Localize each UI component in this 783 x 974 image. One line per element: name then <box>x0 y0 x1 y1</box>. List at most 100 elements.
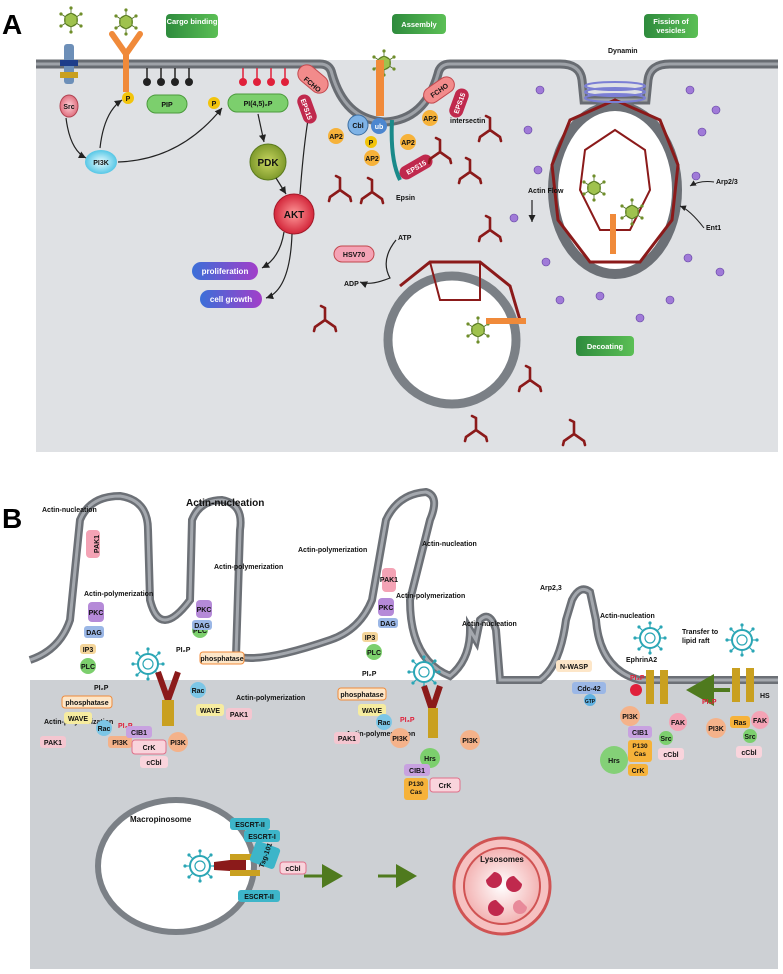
pi3p-label: PI₃P <box>630 675 645 682</box>
eps15-node <box>297 94 317 124</box>
right-protrusion-molecules: PAK1 PKC DAG IP3 PLC PI₂P phosphatase WA… <box>334 568 398 744</box>
pip-label: PIP <box>161 102 173 109</box>
actin-polymerization-label: Actin-polymerization <box>346 731 415 738</box>
rac-label: Rac <box>98 726 111 733</box>
virus-icon <box>406 654 442 690</box>
actin-polymerization-label: Actin-polymerization <box>214 564 283 571</box>
ap2-label: AP2 <box>365 156 379 163</box>
tag-fission: Fission of vesicles <box>644 14 698 38</box>
pak1-label: PAK1 <box>380 577 398 584</box>
plc-label: PLC <box>81 664 95 671</box>
eps15-node <box>399 154 433 180</box>
cell-growth-label: cell growth <box>210 295 252 304</box>
panel-b-letter: B <box>2 503 22 534</box>
ephrina2-label: EphrinA2 <box>626 657 657 664</box>
arp23-dots <box>509 85 725 323</box>
crk-label: CrK <box>439 783 452 790</box>
receptor-cluster-2: PI₃P PI3K Hrs PI3K CIB1 P130 Cas CrK <box>390 685 480 800</box>
dag-label: DAG <box>86 630 102 637</box>
panel-b: B Actin-nucleation Actin-nucleation Acti… <box>2 487 778 969</box>
p-label: P <box>369 140 374 147</box>
intersectin-label: intersectin <box>450 118 485 125</box>
dynamin-rings <box>584 81 646 103</box>
transfer-label: Transfer to lipid raft <box>682 629 719 645</box>
pkc-label: PKC <box>197 607 212 614</box>
actin-polymerization-label: Actin-polymerization <box>396 593 465 600</box>
akt-node <box>273 193 315 235</box>
receptor-stalk <box>376 60 384 116</box>
fcho-node <box>423 76 455 104</box>
proliferation-label: proliferation <box>202 267 249 276</box>
proliferation-node <box>192 262 258 280</box>
pi3k-label: PI3K <box>93 160 109 167</box>
pi3k-label: PI3K <box>112 740 128 747</box>
actin-nucleation-label: Actin-nucleation <box>462 621 517 628</box>
escrt-ii-label: ESCRT-II <box>244 894 274 901</box>
cell-growth-node <box>200 290 262 308</box>
tag-cargo-binding-label: Cargo binding <box>166 17 218 26</box>
pkc-label: PKC <box>89 610 104 617</box>
ap2-label: AP2 <box>401 140 415 147</box>
pak1-label: PAK1 <box>338 736 356 743</box>
phosphatase-label: phosphatase <box>200 656 243 663</box>
fak-label: FAK <box>671 720 685 727</box>
ccbl-label: cCbl <box>285 866 300 873</box>
hrs-label: Hrs <box>424 756 436 763</box>
pi2p-label: PI₂P <box>176 647 191 654</box>
pi2p-label: PI₂P <box>362 671 377 678</box>
eps15-node <box>449 88 469 118</box>
adp-label: ADP <box>344 281 359 288</box>
plc-label: PLC <box>367 650 381 657</box>
nwasp-label: N-WASP <box>560 664 588 671</box>
pdk-label: PDK <box>257 158 279 169</box>
lipid-raft-cluster: HS PI₃P PI3K Ras FAK Src cCbl <box>702 622 770 758</box>
pi3k-label: PI3K <box>708 726 724 733</box>
pak1-label: PAK1 <box>44 740 62 747</box>
cib1-label: CIB1 <box>632 730 648 737</box>
pkc-label: PKC <box>379 605 394 612</box>
atp-label: ATP <box>398 235 412 242</box>
pak1-label: PAK1 <box>230 712 248 719</box>
phosphatase-label: phosphatase <box>340 692 383 699</box>
dag-label: DAG <box>380 621 396 628</box>
p-label: P <box>212 101 217 108</box>
rac-label: Rac <box>378 720 391 727</box>
pi3k-label: PI3K <box>392 736 408 743</box>
dynamin-label: Dynamin <box>608 48 638 55</box>
actin-nucleation-label: Actin-nucleation <box>422 541 477 548</box>
receptor-y <box>109 31 143 92</box>
pi45p2-label: PI(4,5)₂P <box>244 101 273 108</box>
ip3-label: IP3 <box>83 647 94 654</box>
escrt-ii-label: ESCRT-II <box>235 822 265 829</box>
actin-polymerization-label: Actin-polymerization <box>84 591 153 598</box>
pi3p-label: PI₃P <box>702 699 717 706</box>
ccbl-label: cCbl <box>663 752 678 759</box>
p-dot <box>208 97 220 109</box>
cbl-node <box>347 114 369 136</box>
lysosomes-label: Lysosomes <box>480 855 524 864</box>
fak-label: FAK <box>753 718 767 725</box>
ap2-group: AP2 AP2 AP2 AP2 <box>328 110 438 166</box>
pi3k-label: PI3K <box>622 714 638 721</box>
actin-polymerization-label: Actin-polymerization <box>298 547 367 554</box>
ap2-label: AP2 <box>423 116 437 123</box>
pi45p2-lipids <box>239 68 289 86</box>
pi3k-label: PI3K <box>462 738 478 745</box>
wave-label: WAVE <box>362 708 382 715</box>
ip3-label: IP3 <box>365 635 376 642</box>
hsv70-label: HSV70 <box>343 252 365 259</box>
tag-assembly-label: Assembly <box>401 20 437 29</box>
pip-node <box>146 94 188 114</box>
actin-nucleation-label: Actin-nucleation <box>186 498 264 509</box>
lysosome: Lysosomes <box>452 836 552 936</box>
arp23-label: Arp2/3 <box>716 179 738 186</box>
plasma-membrane-b <box>28 487 778 684</box>
actin-nucleation-label: Actin-nucleation <box>42 507 97 514</box>
escrt-i-label: ESCRT-I <box>248 834 276 841</box>
cib1-label: CIB1 <box>131 730 147 737</box>
hs-label: HS <box>760 693 770 700</box>
dag-label: DAG <box>194 623 210 630</box>
rac-label: Rac <box>192 688 205 695</box>
panel-a-letter: A <box>2 9 22 40</box>
